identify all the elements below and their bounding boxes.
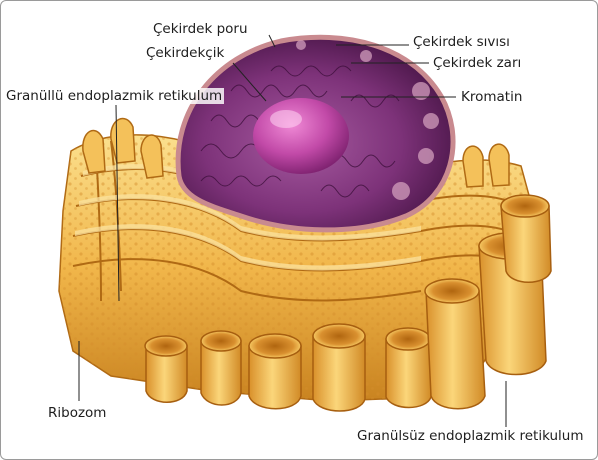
label-nuclear-pore: Çekirdek poru (151, 21, 250, 37)
leader-lines (78, 34, 507, 427)
label-nucleolus: Çekirdekçik (144, 45, 227, 61)
label-nuclear-envelope: Çekirdek zarı (431, 55, 524, 71)
label-rough-er: Granüllü endoplazmik retikulum (4, 88, 225, 104)
label-ribosome: Ribozom (46, 405, 109, 421)
label-chromatin: Kromatin (459, 89, 525, 105)
label-smooth-er: Granülsüz endoplazmik retikulum (355, 428, 586, 444)
label-nucleoplasm: Çekirdek sıvısı (411, 34, 512, 50)
